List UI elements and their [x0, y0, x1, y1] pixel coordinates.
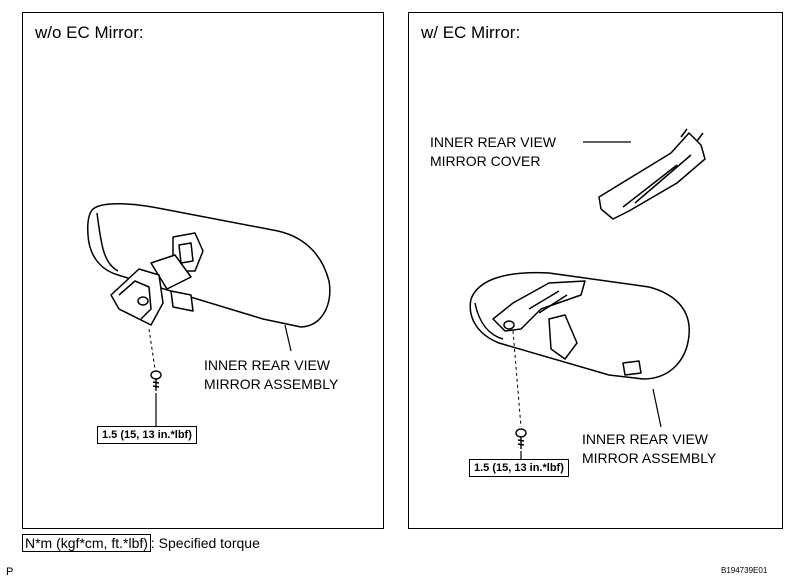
part-label-left-line2: MIRROR ASSEMBLY: [204, 376, 339, 392]
screw-icon-right: [515, 428, 527, 449]
part-label-right-line2: MIRROR ASSEMBLY: [582, 450, 717, 466]
mirror-stem-left: [150, 254, 192, 290]
part-label-right-line1: INNER REAR VIEW: [582, 431, 709, 447]
mirror-cover: [598, 132, 706, 220]
legend-text: : Specified torque: [150, 535, 260, 551]
figure-id: B194739E01: [721, 566, 768, 575]
mirror-clip-left: [170, 290, 194, 312]
cover-label-line1: INNER REAR VIEW: [430, 134, 557, 150]
mirror-assembly-illustration-left: [87, 202, 331, 426]
cover-label-line2: MIRROR COVER: [430, 153, 541, 169]
panel-without-ec-mirror: w/o EC Mirror: 1.5 (15, 13: [22, 12, 384, 529]
panel-with-ec-mirror: w/ EC Mirror:: [408, 12, 783, 529]
part-label-left-line1: INNER REAR VIEW: [204, 357, 331, 373]
ec-mirror-bracket: [492, 280, 586, 332]
mirror-stem-right: [548, 314, 578, 360]
torque-spec-left: 1.5 (15, 13 in.*lbf): [97, 426, 197, 444]
legend-unit-box: N*m (kgf*cm, ft.*lbf): [22, 534, 151, 552]
mirror-body-left: [87, 202, 331, 328]
panel-title-right: w/ EC Mirror:: [421, 23, 521, 42]
ec-switch: [622, 360, 642, 376]
torque-legend: N*m (kgf*cm, ft.*lbf): Specified torque: [22, 534, 260, 552]
corner-mark: P: [6, 566, 14, 578]
panel-title-left: w/o EC Mirror:: [35, 23, 144, 42]
mirror-assembly-illustration-right: [469, 128, 706, 459]
torque-spec-right: 1.5 (15, 13 in.*lbf): [469, 459, 569, 477]
screw-icon-left: [150, 370, 162, 391]
mirror-bracket-left: [110, 268, 164, 326]
